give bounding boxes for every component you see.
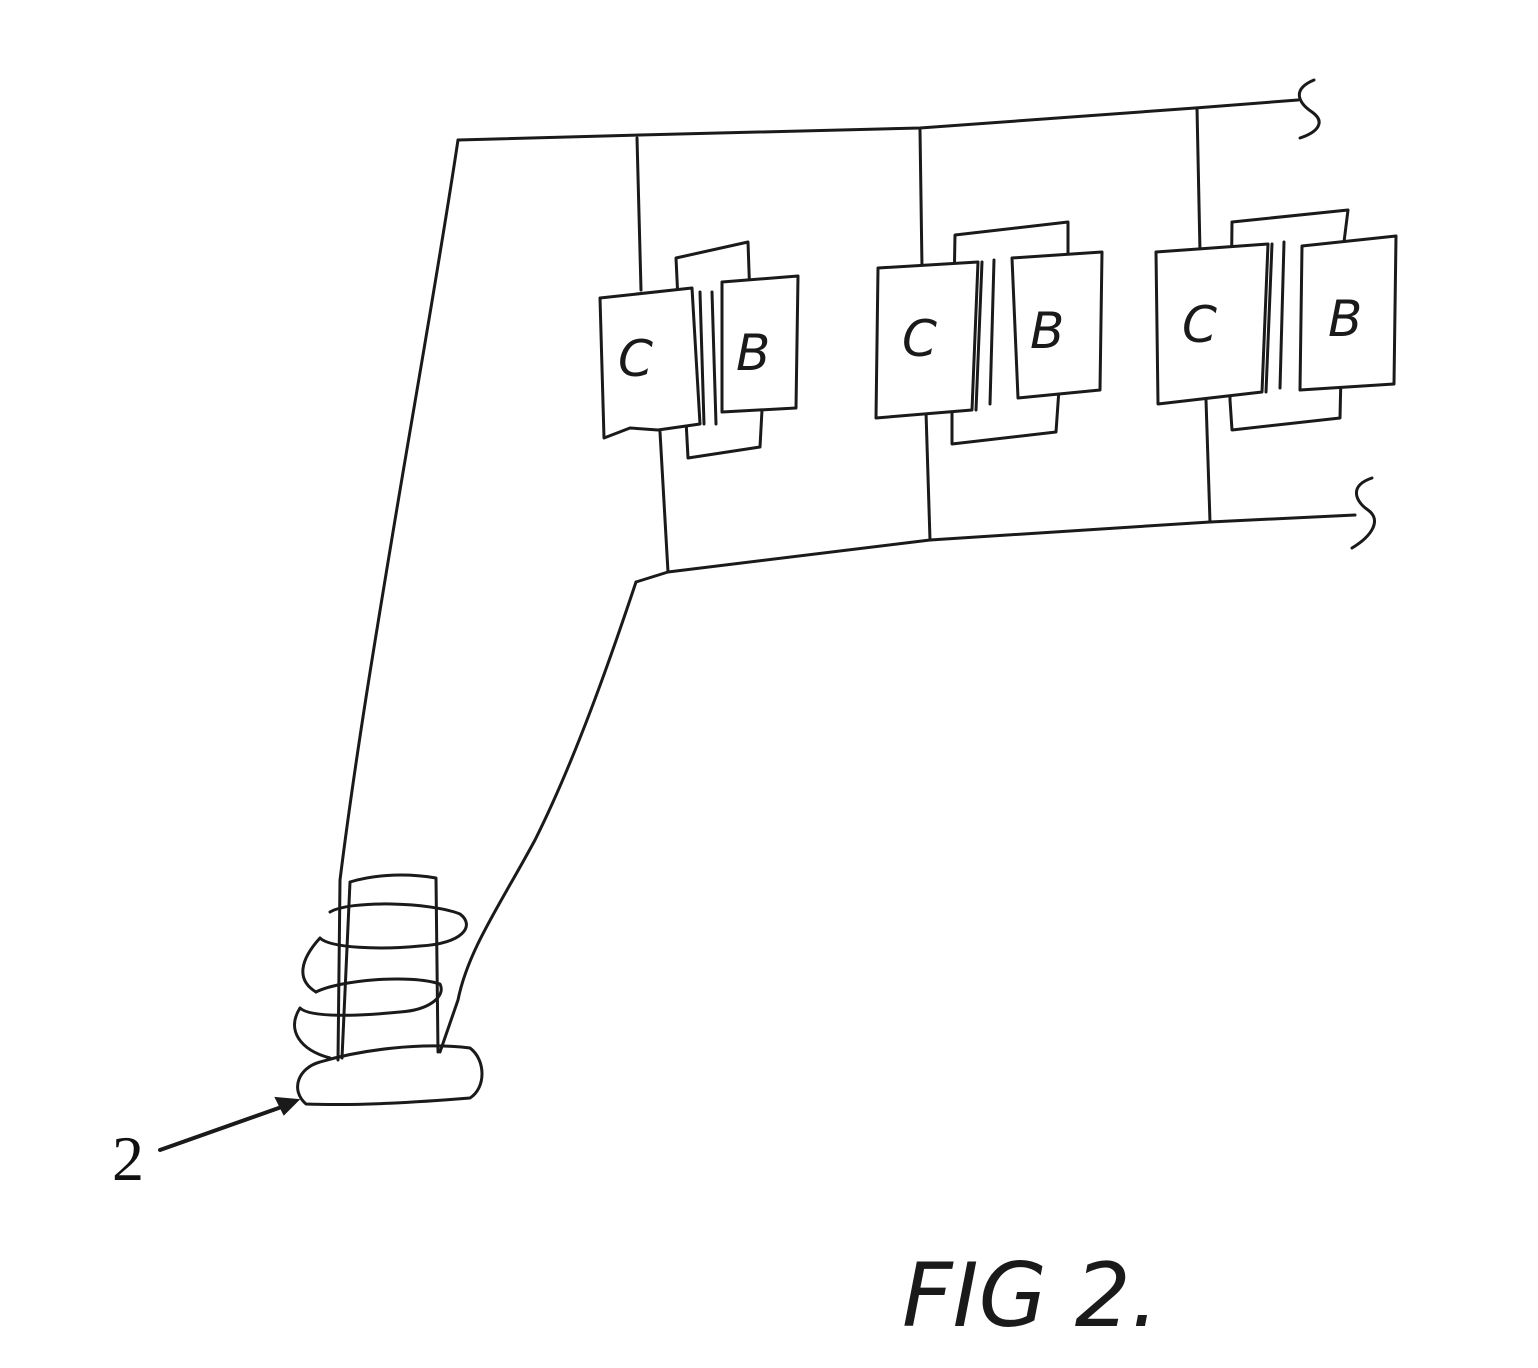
coil-loop-upper <box>301 902 468 994</box>
unit3-b-label: B <box>1328 290 1362 348</box>
drum-body <box>340 873 440 1060</box>
reference-arrowhead <box>274 1096 301 1116</box>
upper-bus-line <box>456 98 1300 142</box>
unit-2: C B <box>874 220 1104 446</box>
unit1-c-label: C <box>618 330 653 388</box>
unit1-connector-bar <box>698 290 718 426</box>
unit3-c-module <box>1154 242 1270 406</box>
right-tether-line <box>438 580 638 1054</box>
unit-3: C B <box>1154 208 1398 432</box>
base-pad <box>296 1044 484 1107</box>
reference-numeral-2: 2 <box>112 1123 144 1194</box>
upper-bus-break-mark <box>1298 78 1321 140</box>
unit2-b-label: B <box>1030 302 1064 360</box>
coil-loop-lower <box>293 977 443 1060</box>
unit3-c-label: C <box>1182 296 1217 354</box>
unit2-connector-bar <box>974 258 996 412</box>
tether-base-assembly <box>293 873 484 1107</box>
unit1-b-module <box>720 274 800 414</box>
unit2-c-module <box>874 260 980 420</box>
unit2-upper-drop <box>918 128 924 270</box>
lower-bus-break-mark <box>1350 476 1376 550</box>
figure-caption: FIG 2. <box>902 1244 1159 1347</box>
unit2-lower-drop <box>924 410 932 542</box>
lower-bus-line <box>634 513 1357 584</box>
unit-1: C B <box>598 240 800 460</box>
reference-arrow-line <box>158 1102 292 1152</box>
unit3-b-module <box>1298 234 1398 392</box>
unit3-lower-drop <box>1204 398 1212 524</box>
unit2-c-label: C <box>902 310 937 368</box>
unit1-lower-drop <box>658 430 670 574</box>
unit3-connector-bar <box>1264 240 1286 394</box>
left-tether-line <box>336 138 460 1062</box>
unit1-c-module <box>598 286 702 440</box>
unit3-upper-drop <box>1195 106 1202 254</box>
unit1-upper-drop <box>635 136 643 292</box>
unit1-b-label: B <box>736 324 770 382</box>
unit2-b-module <box>1010 250 1104 400</box>
